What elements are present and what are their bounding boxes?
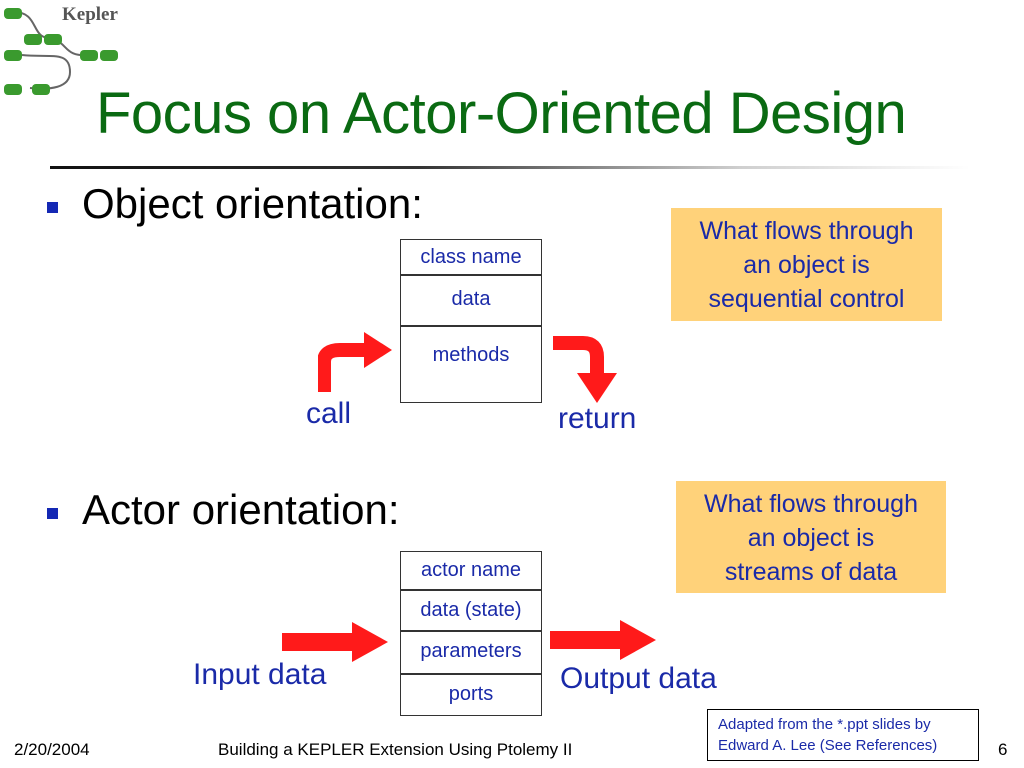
return-arrow-icon <box>553 336 617 403</box>
return-label: return <box>558 402 637 435</box>
input-arrow-icon <box>282 622 388 662</box>
credit-box: Adapted from the *.ppt slides by Edward … <box>707 709 979 761</box>
output-data-label: Output data <box>560 662 717 695</box>
title-divider <box>50 166 970 169</box>
logo-text: Kepler <box>62 4 118 25</box>
object-orientation-heading: Object orientation: <box>82 180 423 227</box>
actor-box: actor name data (state) parameters ports <box>400 551 542 716</box>
call-label: call <box>306 397 352 430</box>
object-class-box: class name data methods <box>400 239 542 403</box>
footer-title: Building a KEPLER Extension Using Ptolem… <box>218 740 573 759</box>
class-name-cell: class name <box>420 246 522 268</box>
bullet-icon <box>47 508 58 519</box>
parameters-cell: parameters <box>420 640 522 662</box>
data-state-cell: data (state) <box>420 599 522 621</box>
actor-name-cell: actor name <box>420 559 522 581</box>
bullet-icon <box>47 202 58 213</box>
data-cell: data <box>451 288 491 310</box>
output-arrow-icon <box>550 620 656 660</box>
methods-cell: methods <box>432 344 510 366</box>
object-flow-note: What flows through an object is sequenti… <box>671 208 942 321</box>
page-number: 6 <box>998 740 1008 759</box>
slide-title: Focus on Actor-Oriented Design <box>96 81 907 146</box>
ports-cell: ports <box>448 683 494 705</box>
kepler-logo-icon <box>4 8 118 95</box>
actor-flow-note: What flows through an object is streams … <box>676 481 946 593</box>
input-data-label: Input data <box>193 658 327 691</box>
call-arrow-icon <box>318 332 392 392</box>
footer-date: 2/20/2004 <box>14 740 90 759</box>
actor-orientation-heading: Actor orientation: <box>82 486 400 533</box>
